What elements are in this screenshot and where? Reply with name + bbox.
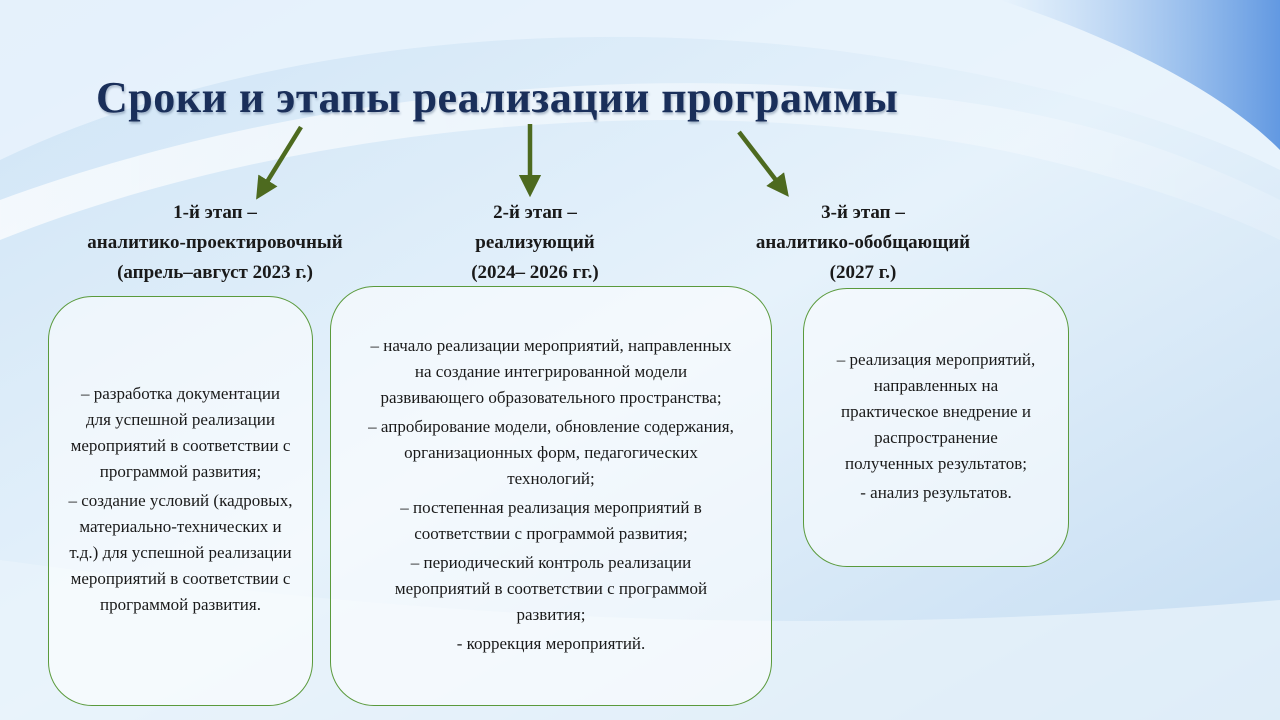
stage-2-header: 2-й этап – реализующий (2024– 2026 гг.) bbox=[385, 198, 685, 288]
stage-3-header-line-1: 3-й этап – bbox=[821, 202, 905, 223]
stage-3-header-line-3: (2027 г.) bbox=[829, 262, 897, 283]
stage-1-header-line-3: (апрель–август 2023 г.) bbox=[117, 262, 313, 283]
stage-2-item: – начало реализации мероприятий, направл… bbox=[370, 335, 732, 407]
stage-2-header-line-3: (2024– 2026 гг.) bbox=[471, 262, 599, 283]
stage-1-header-line-1: 1-й этап – bbox=[173, 202, 257, 223]
page-title: Сроки и этапы реализации программы bbox=[96, 73, 899, 122]
stage-1-box: – разработка документации для успешной р… bbox=[48, 296, 313, 706]
stage-2-item: – апробирование модели, обновление содер… bbox=[368, 416, 734, 488]
arrow-right-icon bbox=[737, 130, 789, 197]
stage-3-item: – реализация мероприятий, направленных н… bbox=[836, 349, 1036, 473]
stage-1-header: 1-й этап – аналитико-проектировочный (ап… bbox=[30, 198, 400, 288]
stage-1-header-line-2: аналитико-проектировочный bbox=[87, 232, 343, 253]
stage-2-header-line-2: реализующий bbox=[475, 232, 595, 253]
stage-3-box: – реализация мероприятий, направленных н… bbox=[803, 288, 1069, 567]
stage-2-item: – периодический контроль реализации меро… bbox=[394, 552, 708, 624]
stage-3-header-line-2: аналитико-обобщающий bbox=[755, 232, 971, 253]
stage-1-item: – разработка документации для успешной р… bbox=[70, 384, 291, 481]
stage-1-item: – создание условий (кадровых, материальн… bbox=[68, 491, 293, 614]
stage-2-item: - коррекция мероприятий. bbox=[456, 633, 646, 653]
stage-2-item: – постепенная реализация мероприятий в с… bbox=[400, 497, 702, 543]
arrow-left-icon bbox=[256, 125, 303, 200]
stage-3-header: 3-й этап – аналитико-обобщающий (2027 г.… bbox=[705, 198, 1021, 288]
stage-2-box: – начало реализации мероприятий, направл… bbox=[330, 286, 772, 706]
stage-3-item: - анализ результатов. bbox=[860, 482, 1012, 502]
stage-2-header-line-1: 2-й этап – bbox=[493, 202, 577, 223]
